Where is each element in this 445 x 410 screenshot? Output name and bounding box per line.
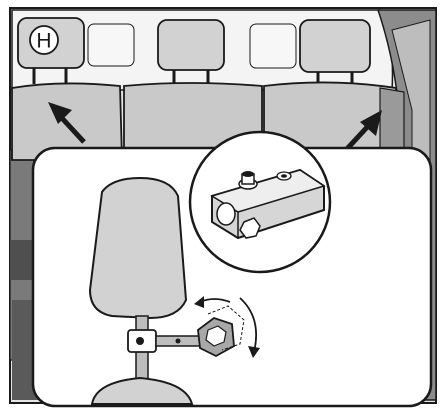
magnified-callout [190, 132, 330, 272]
step-label-badge: H [30, 26, 58, 54]
headrest-left-ghost [88, 24, 134, 66]
step-label: H [36, 30, 51, 53]
headrest-right-ghost [250, 24, 296, 68]
